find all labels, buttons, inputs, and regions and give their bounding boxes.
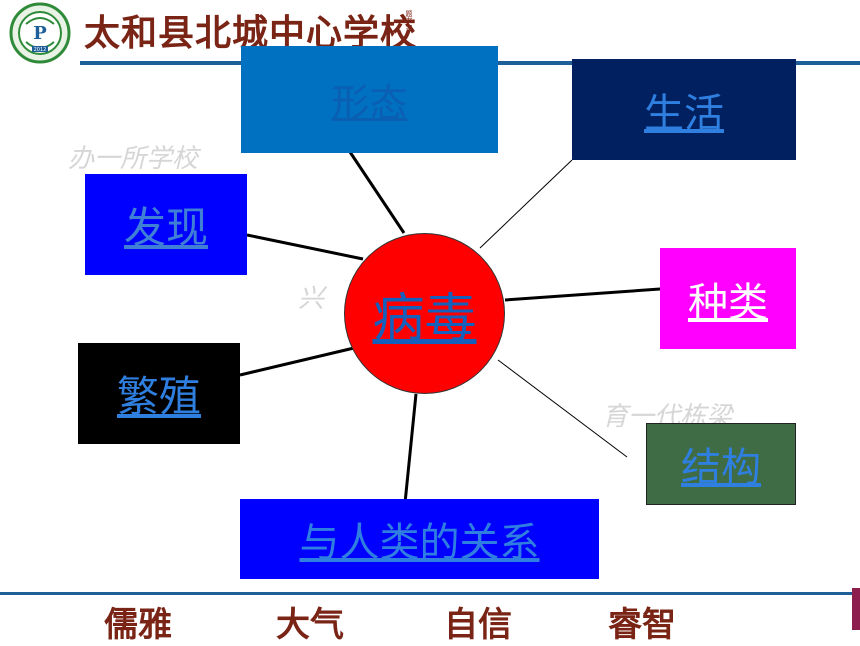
watermark-top-left: 办一所学校 bbox=[68, 144, 199, 174]
center-node-link[interactable]: 病毒 bbox=[372, 289, 477, 349]
slide-edge-marker bbox=[852, 588, 860, 630]
calligraphy-signature: 题书字 bbox=[405, 10, 413, 31]
node-fanzhi-link[interactable]: 繁殖 bbox=[116, 372, 201, 421]
line-xingtai bbox=[348, 151, 406, 234]
node-jiegou-link[interactable]: 结构 bbox=[681, 445, 761, 491]
node-guanxi-link[interactable]: 与人类的关系 bbox=[299, 520, 540, 566]
motto-2: 大气 bbox=[276, 605, 344, 645]
node-xingtai[interactable]: 形态 bbox=[241, 46, 498, 153]
node-jiegou[interactable]: 结构 bbox=[646, 423, 796, 505]
line-shenghuo bbox=[479, 159, 573, 249]
node-xingtai-link[interactable]: 形态 bbox=[331, 81, 408, 125]
motto-3: 自信 bbox=[444, 605, 512, 645]
motto-4: 睿智 bbox=[608, 605, 676, 645]
line-jiegou bbox=[497, 359, 628, 458]
node-zhonglei-link[interactable]: 种类 bbox=[688, 279, 768, 326]
node-faxian-link[interactable]: 发现 bbox=[123, 203, 208, 252]
school-logo: P 2012 bbox=[9, 2, 71, 64]
node-zhonglei[interactable]: 种类 bbox=[660, 248, 796, 349]
center-node[interactable]: 病毒 bbox=[344, 233, 505, 394]
line-fanzhi bbox=[239, 346, 355, 377]
line-zhonglei bbox=[504, 287, 661, 302]
svg-text:2012: 2012 bbox=[34, 47, 47, 53]
motto-1: 儒雅 bbox=[104, 605, 172, 645]
line-guanxi bbox=[402, 393, 418, 514]
line-faxian bbox=[246, 233, 364, 261]
node-shenghuo[interactable]: 生活 bbox=[572, 59, 796, 160]
watermark-middle-left: 兴 bbox=[298, 284, 325, 314]
node-guanxi[interactable]: 与人类的关系 bbox=[240, 499, 599, 579]
footer-rule bbox=[0, 592, 860, 595]
node-faxian[interactable]: 发现 bbox=[85, 174, 247, 275]
svg-text:P: P bbox=[33, 23, 47, 44]
node-fanzhi[interactable]: 繁殖 bbox=[78, 343, 240, 444]
node-shenghuo-link[interactable]: 生活 bbox=[644, 90, 724, 137]
